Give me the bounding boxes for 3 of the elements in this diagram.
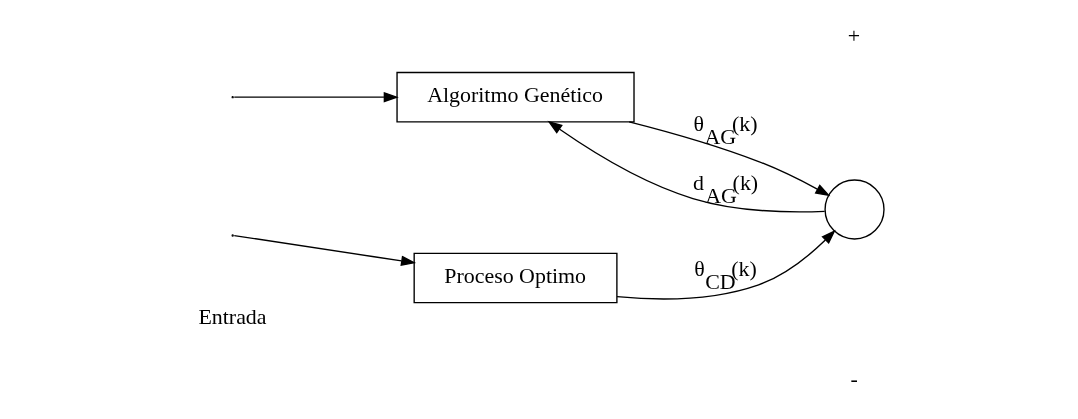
label: - [849,365,858,391]
label: Entrada [197,304,267,330]
label: + [847,23,860,49]
